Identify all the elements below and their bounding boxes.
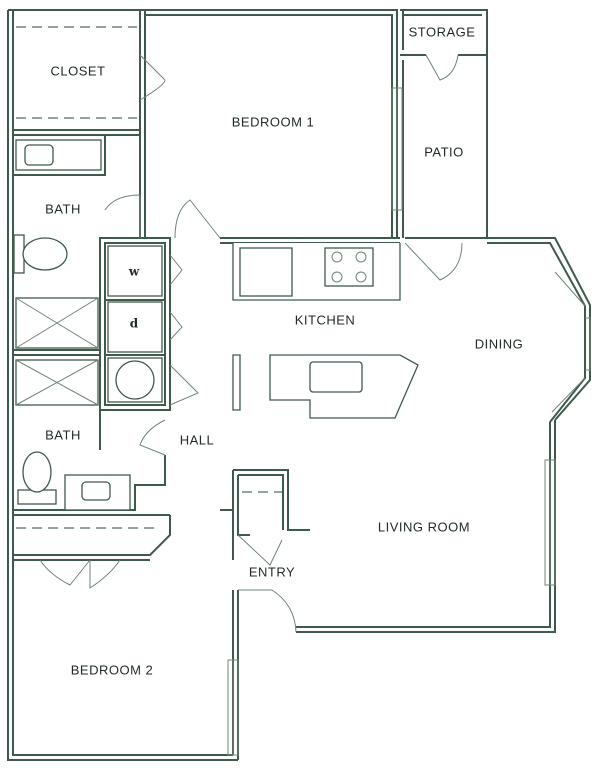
burner-3 bbox=[331, 271, 343, 283]
refrigerator bbox=[239, 247, 293, 297]
kitchen-sink bbox=[309, 361, 363, 393]
label-patio: PATIO bbox=[424, 144, 464, 159]
patio-door bbox=[404, 242, 463, 281]
bedroom2-door-left bbox=[39, 559, 91, 586]
closet-shelves bbox=[16, 26, 282, 529]
label-bedroom1: BEDROOM 1 bbox=[232, 114, 315, 129]
bath1-door bbox=[104, 194, 141, 238]
doors bbox=[39, 54, 463, 633]
bath1-toilet-bowl bbox=[22, 237, 68, 271]
burner-1 bbox=[331, 251, 343, 263]
interior-walls bbox=[13, 129, 487, 632]
burner-2 bbox=[355, 251, 367, 263]
bath2-toilet-bowl bbox=[22, 451, 52, 493]
bedroom2-door-right bbox=[89, 559, 121, 589]
burner-4 bbox=[355, 271, 367, 283]
washer bbox=[107, 245, 163, 297]
dryer bbox=[107, 301, 163, 353]
label-closet: CLOSET bbox=[50, 63, 105, 78]
bath1-sink bbox=[24, 144, 54, 166]
bay-window-bottom bbox=[551, 377, 586, 413]
label-dryer: d bbox=[130, 317, 139, 331]
room-labels: CLOSET BEDROOM 1 STORAGE PATIO BATH KITC… bbox=[45, 24, 523, 677]
entry-closet-door bbox=[237, 534, 283, 566]
laundry-door-3 bbox=[169, 364, 199, 406]
bay-window-mid bbox=[585, 317, 591, 371]
label-living-room: LIVING ROOM bbox=[378, 519, 470, 534]
laundry-door-2 bbox=[169, 311, 183, 341]
storage-door bbox=[425, 54, 459, 81]
label-bath1: BATH bbox=[45, 201, 81, 216]
label-dining: DINING bbox=[475, 336, 524, 351]
label-entry: ENTRY bbox=[249, 564, 295, 579]
label-storage: STORAGE bbox=[409, 24, 476, 39]
laundry-door-1 bbox=[169, 254, 183, 286]
closet-door bbox=[139, 54, 166, 101]
label-kitchen: KITCHEN bbox=[295, 312, 356, 327]
label-bath2: BATH bbox=[45, 427, 81, 442]
label-washer: w bbox=[128, 265, 140, 279]
stove bbox=[324, 247, 374, 287]
bath2-sink bbox=[81, 481, 111, 501]
water-heater bbox=[115, 360, 155, 400]
island-end bbox=[232, 354, 241, 411]
label-bedroom2: BEDROOM 2 bbox=[71, 662, 154, 677]
bedroom1-door bbox=[174, 199, 221, 239]
windows bbox=[227, 87, 591, 756]
bay-window-top bbox=[554, 271, 586, 307]
entry-door bbox=[238, 589, 297, 633]
kitchen-fixtures bbox=[232, 243, 419, 419]
fixtures bbox=[13, 139, 163, 511]
bath2-door bbox=[139, 419, 166, 456]
label-hall: HALL bbox=[180, 432, 215, 447]
